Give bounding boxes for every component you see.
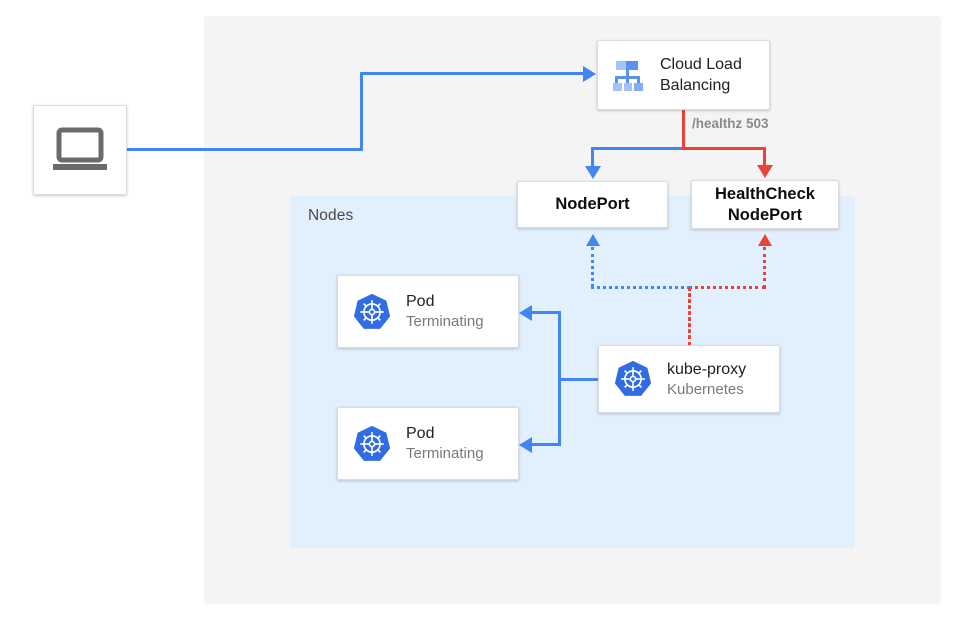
arrowhead-healthcheck-inbound xyxy=(756,165,773,178)
edge-clb-to-nodeport-horizontal xyxy=(591,147,685,150)
kubernetes-icon xyxy=(614,360,652,396)
edge-clb-healthz-stem xyxy=(682,110,685,149)
pod-node-1[interactable]: Pod Terminating xyxy=(337,275,519,348)
edge-client-to-clb-horizontal-lower xyxy=(127,148,363,151)
pod-1-status: Terminating xyxy=(406,313,484,331)
nodeport-label: NodePort xyxy=(555,195,630,214)
kube-proxy-text: kube-proxy Kubernetes xyxy=(667,359,746,400)
kubernetes-icon xyxy=(353,293,391,329)
arrowhead-healthcheck-dotted-inbound xyxy=(757,234,772,246)
healthcheck-nodeport-node[interactable]: HealthCheck NodePort xyxy=(691,180,839,229)
pod-2-status: Terminating xyxy=(406,445,484,463)
edge-clb-to-nodeport-vertical xyxy=(591,147,594,168)
edge-client-to-clb-horizontal-upper xyxy=(360,72,584,75)
kube-proxy-subtitle: Kubernetes xyxy=(667,380,744,398)
healthcheck-nodeport-label-line2: NodePort xyxy=(727,205,803,224)
pod-2-text: Pod Terminating xyxy=(406,423,484,464)
arrowhead-nodeport-dotted-inbound xyxy=(585,234,600,246)
edge-kubeproxy-out-horizontal xyxy=(558,378,600,381)
pod-node-2[interactable]: Pod Terminating xyxy=(337,407,519,480)
edge-client-to-clb-vertical xyxy=(360,72,363,151)
cloud-load-balancing-title-line2: Balancing xyxy=(660,77,731,94)
healthcheck-nodeport-text: HealthCheck NodePort xyxy=(692,184,838,226)
cloud-load-balancing-text: Cloud Load Balancing xyxy=(660,54,742,96)
edge-junction-to-nodeport-dotted-horizontal xyxy=(591,286,690,289)
edge-kubeproxy-to-nodeport-dotted-vertical xyxy=(591,247,594,287)
edge-kubeproxy-to-healthcheck-dotted-vertical xyxy=(763,247,766,288)
edge-clb-to-healthcheck-vertical xyxy=(763,147,766,167)
edge-clb-to-healthcheck-horizontal xyxy=(682,147,766,150)
nodeport-node[interactable]: NodePort xyxy=(517,181,668,228)
edge-junction-stem-dotted-red xyxy=(688,288,691,345)
edge-junction-to-healthcheck-dotted-horizontal xyxy=(688,286,766,289)
arrowhead-pod1-inbound xyxy=(519,304,532,321)
arrowhead-pod2-inbound xyxy=(519,436,532,453)
pod-1-text: Pod Terminating xyxy=(406,291,484,332)
client-node[interactable] xyxy=(33,105,127,195)
edge-bus-to-pod2-horizontal xyxy=(532,443,561,446)
healthcheck-nodeport-label-line1: HealthCheck xyxy=(715,184,815,203)
cloud-load-balancing-title: Cloud Load xyxy=(660,55,742,73)
edge-bus-to-pod1-horizontal xyxy=(532,311,561,314)
load-balancer-icon xyxy=(613,61,643,91)
arrowhead-nodeport-inbound xyxy=(584,166,601,179)
laptop-icon xyxy=(53,127,107,170)
edge-kubeproxy-bus-vertical xyxy=(558,311,561,446)
kube-proxy-title: kube-proxy xyxy=(667,360,747,378)
pod-1-title: Pod xyxy=(406,293,435,311)
cloud-load-balancing-node[interactable]: Cloud Load Balancing xyxy=(597,40,770,110)
nodes-region-label: Nodes xyxy=(308,207,354,224)
pod-2-title: Pod xyxy=(406,425,435,443)
kube-proxy-node[interactable]: kube-proxy Kubernetes xyxy=(598,345,780,413)
arrowhead-clb-inbound xyxy=(583,65,596,82)
kubernetes-icon xyxy=(353,425,391,461)
healthz-503-label: /healthz 503 xyxy=(692,116,769,131)
